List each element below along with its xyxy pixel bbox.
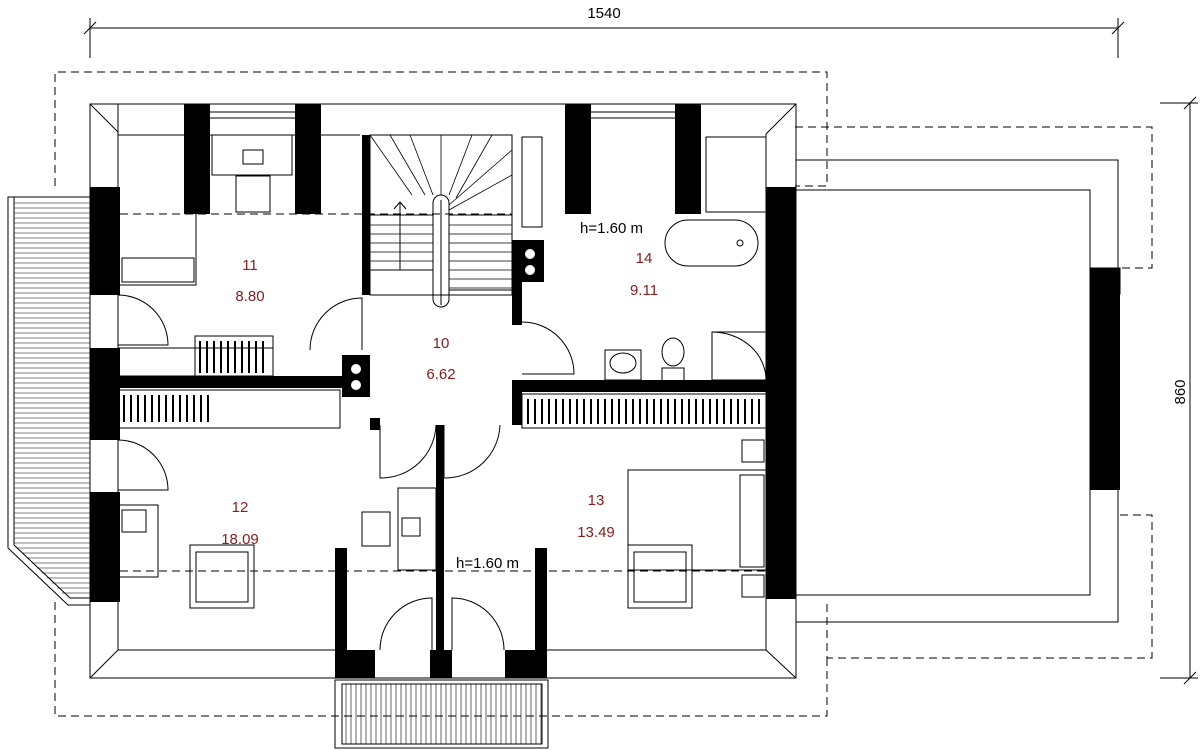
garage [795, 159, 1121, 623]
room-10-number: 10 [433, 335, 450, 352]
height-note-upper: h=1.60 m [580, 220, 643, 237]
doors [117, 294, 505, 651]
wardrobe-room-12 [117, 389, 341, 429]
left-balcony-hatch [14, 202, 90, 594]
room-14-number: 14 [636, 250, 653, 267]
dimension-width-label: 1540 [587, 5, 620, 22]
dimension-depth: 860 [1160, 96, 1198, 685]
room-11-furniture [117, 134, 293, 379]
bottom-balcony [334, 679, 549, 749]
room-14-area: 9.11 [630, 282, 658, 299]
walls [90, 104, 796, 678]
room-11-area: 8.80 [235, 288, 264, 305]
stair-treads [369, 134, 513, 289]
wardrobe-hatch [123, 341, 760, 424]
room-11-number: 11 [242, 257, 258, 274]
room-12-area: 18.09 [221, 531, 259, 548]
height-note-lower: h=1.60 m [456, 555, 519, 572]
shaft-circles [351, 249, 535, 390]
bathroom-fixtures [521, 136, 767, 383]
room-12-number: 12 [232, 499, 249, 516]
dimension-width: 1540 [83, 5, 1125, 58]
room-13-furniture [627, 439, 767, 609]
room-10-area: 6.62 [426, 366, 455, 383]
bottom-balcony-hatch [345, 684, 542, 744]
upper-windows [210, 111, 675, 119]
wardrobe-room-13 [521, 393, 767, 429]
dimension-depth-label: 860 [1172, 379, 1189, 404]
room-12-furniture [117, 487, 437, 609]
room-13-area: 13.49 [577, 524, 615, 541]
room-13-number: 13 [588, 492, 605, 509]
